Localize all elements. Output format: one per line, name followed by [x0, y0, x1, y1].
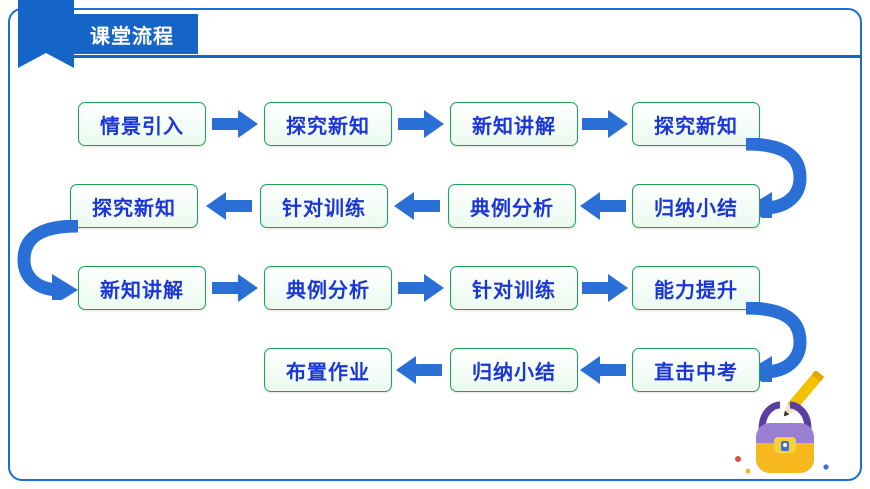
flow-node[interactable]: 针对训练 — [260, 184, 388, 228]
arrow-right-icon — [212, 110, 260, 138]
slide-title-bar: 课堂流程 — [18, 0, 198, 68]
page-title: 课堂流程 — [90, 25, 174, 48]
arrow-right-icon — [398, 274, 446, 302]
flow-node[interactable]: 探究新知 — [264, 102, 392, 146]
flow-node[interactable]: 布置作业 — [264, 348, 392, 392]
arrow-right-icon — [398, 110, 446, 138]
arrow-right-icon — [582, 274, 630, 302]
arrow-left-icon — [206, 192, 254, 220]
flow-node[interactable]: 能力提升 — [632, 266, 760, 310]
arrow-right-icon — [212, 274, 260, 302]
flow-node[interactable]: 归纳小结 — [450, 348, 578, 392]
flow-node[interactable]: 直击中考 — [632, 348, 760, 392]
title-underline — [60, 55, 860, 58]
flow-node[interactable]: 典例分析 — [448, 184, 576, 228]
flow-chart: 情景引入 探究新知 新知讲解 探究新知 探究新知 针对训练 典例分析 归纳小结 — [0, 84, 870, 424]
flow-node[interactable]: 探究新知 — [632, 102, 760, 146]
arrow-left-icon — [580, 192, 628, 220]
flow-node[interactable]: 情景引入 — [78, 102, 206, 146]
flow-node[interactable]: 典例分析 — [264, 266, 392, 310]
flow-node[interactable]: 针对训练 — [450, 266, 578, 310]
flow-node[interactable]: 新知讲解 — [450, 102, 578, 146]
flow-node[interactable]: 探究新知 — [70, 184, 198, 228]
decoration-group — [722, 369, 852, 481]
flow-node[interactable]: 新知讲解 — [78, 266, 206, 310]
arrow-right-icon — [582, 110, 630, 138]
slide-border — [8, 8, 862, 481]
arrow-left-icon — [394, 192, 442, 220]
flow-node[interactable]: 归纳小结 — [632, 184, 760, 228]
arrow-left-icon — [580, 356, 628, 384]
title-tag: 课堂流程 — [18, 0, 198, 68]
arrow-uturn-left-icon — [10, 220, 82, 300]
backpack-icon — [735, 369, 829, 474]
arrow-left-icon — [396, 356, 444, 384]
pencil-icon — [783, 369, 825, 417]
